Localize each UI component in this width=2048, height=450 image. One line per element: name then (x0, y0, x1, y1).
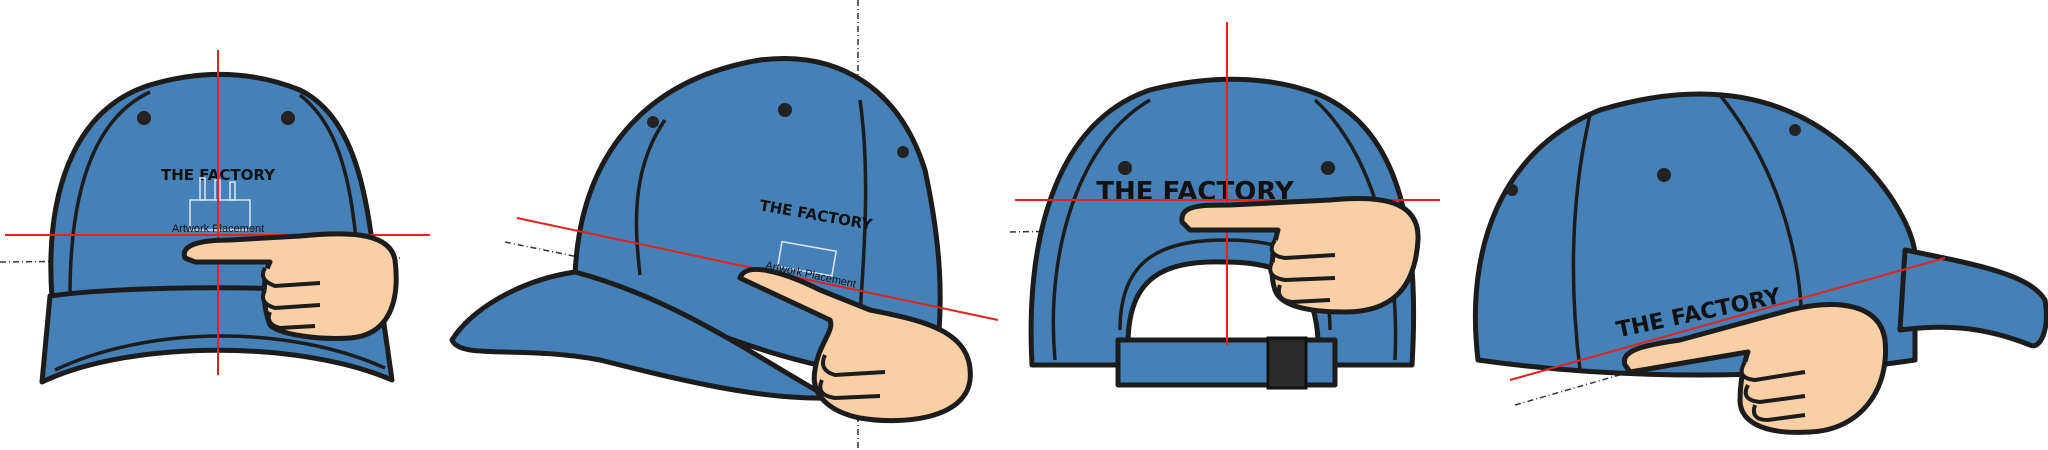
factory-icon (776, 240, 838, 277)
side-view: THE FACTORY (1472, 91, 2048, 435)
back-view: THE FACTORY (1009, 22, 1440, 390)
eyelet (778, 103, 792, 117)
eyelet (897, 146, 909, 158)
pointing-hand-icon (1179, 195, 1421, 315)
eyelet (1118, 161, 1132, 175)
eyelet (137, 111, 151, 125)
eyelet (1789, 124, 1801, 136)
pointing-hand-icon (181, 231, 399, 341)
cap-crown (572, 56, 943, 377)
three-quarter-view: THE FACTORY Artwork Placement (449, 0, 999, 450)
eyelet (1321, 161, 1335, 175)
front-view: THE FACTORY Artwork Placement (0, 50, 430, 385)
pointing-hand-icon (1621, 302, 1889, 435)
cap-brim (1897, 247, 2048, 349)
eyelet (1506, 184, 1518, 196)
cap-brim (449, 269, 833, 401)
eyelet (647, 116, 659, 128)
eyelet (1657, 168, 1671, 182)
strap-buckle (1266, 336, 1308, 390)
pointing-hand-icon (737, 267, 973, 424)
eyelet (281, 111, 295, 125)
